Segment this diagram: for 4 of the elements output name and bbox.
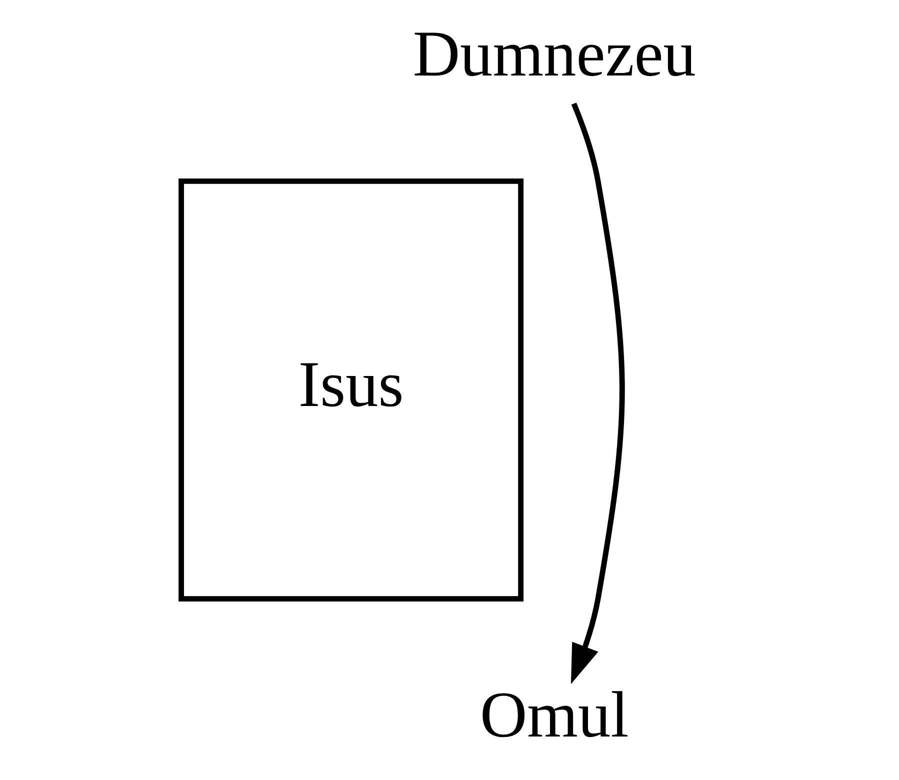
node-text: Omul: [479, 679, 628, 752]
node-text: Dumnezeu: [412, 18, 696, 91]
arrow: [570, 102, 624, 684]
node-box: Isus: [178, 178, 524, 602]
